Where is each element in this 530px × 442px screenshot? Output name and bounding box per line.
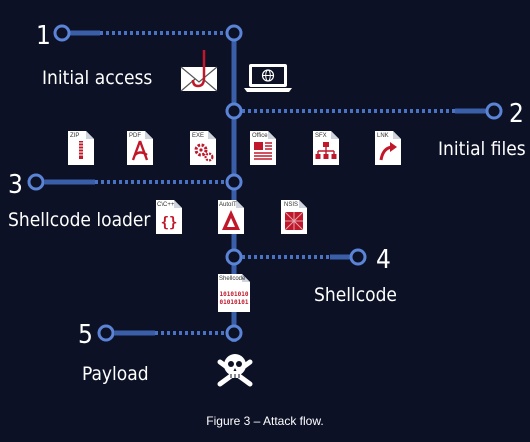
step-1-endpoint [53, 24, 71, 42]
svg-text:{}: {} [161, 215, 178, 231]
step-2-endpoint [485, 102, 503, 120]
c-cpp-loader-tag: C\C++ [157, 202, 175, 208]
skull-crossbones-icon [217, 354, 253, 387]
step-2-number: 2 [509, 99, 524, 129]
sfx-file-icon: SFX [313, 131, 339, 165]
office-file-icon: Office [250, 131, 276, 165]
lnk-file-tag: LNK [377, 133, 389, 139]
pdf-file-tag: PDF [129, 133, 141, 139]
phishing-email-icon [180, 50, 218, 92]
step-4-number: 4 [376, 245, 391, 275]
figure-caption: Figure 3 – Attack flow. [206, 414, 323, 428]
nsis-loader-icon: NSIS [281, 200, 307, 234]
zip-file-tag: ZIP [70, 133, 79, 139]
office-file-tag: Office [252, 133, 268, 139]
step-4-node [225, 248, 243, 266]
c-cpp-loader-icon: C\C++ {} [156, 200, 182, 234]
step-3-number: 3 [8, 170, 23, 200]
step-3-label: Shellcode loader [8, 209, 151, 231]
step-4-endpoint [349, 248, 367, 266]
step-2-node [225, 102, 243, 120]
step-4-label: Shellcode [314, 284, 397, 306]
step-2-label: Initial files [438, 138, 526, 160]
step-5-node [225, 324, 243, 342]
sfx-file-tag: SFX [315, 133, 327, 139]
exe-file-icon: EXE [190, 131, 216, 165]
step-1-label: Initial access [42, 67, 152, 89]
step-1-node [225, 24, 243, 42]
step-5-endpoint [97, 324, 115, 342]
shellcode-file-tag: Shellcode [219, 276, 246, 282]
step-1-number: 1 [36, 21, 51, 51]
autoit-loader-tag: AutoIT [219, 202, 237, 208]
shellcode-bits-2: 01010101 [220, 299, 249, 306]
zip-file-icon: ZIP [68, 131, 94, 165]
shellcode-bits-1: 10101010 [220, 291, 249, 298]
shellcode-file-icon: Shellcode 10101010 01010101 [218, 274, 250, 312]
autoit-loader-icon: AutoIT [218, 200, 244, 234]
pdf-file-icon: PDF [127, 131, 153, 165]
exe-file-tag: EXE [192, 133, 204, 139]
step-3-endpoint [27, 173, 45, 191]
step-5-label: Payload [82, 363, 149, 385]
step-5-number: 5 [78, 320, 93, 350]
web-browser-laptop-icon [244, 64, 292, 92]
lnk-file-icon: LNK [375, 131, 401, 165]
step-3-node [225, 173, 243, 191]
nsis-loader-tag: NSIS [284, 202, 298, 208]
